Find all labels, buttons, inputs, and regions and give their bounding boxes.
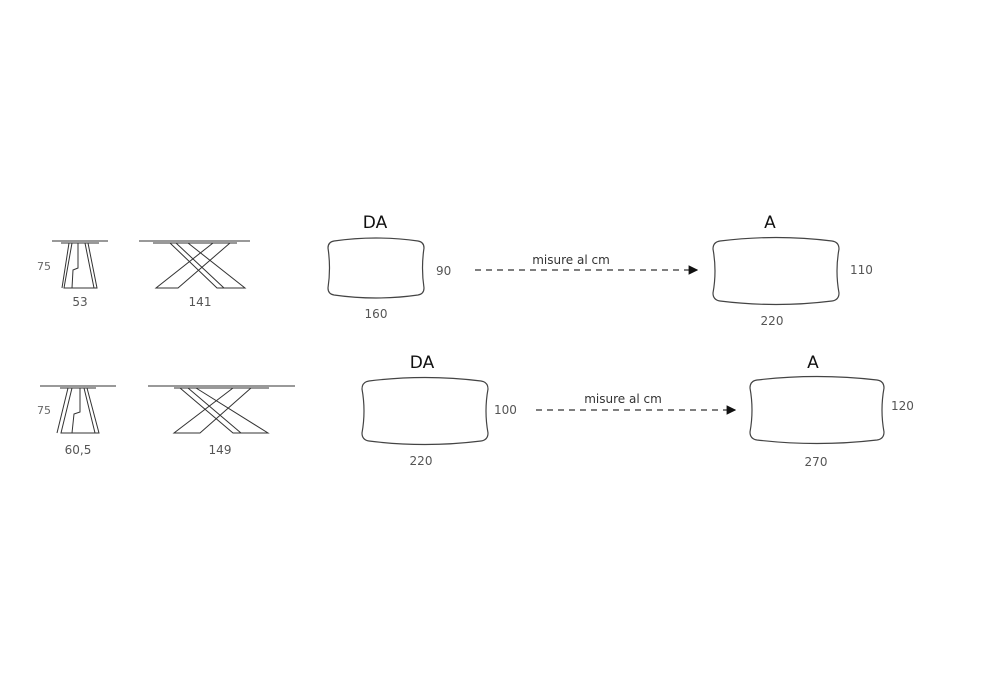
height-label: 75 — [37, 404, 51, 417]
to-depth-label: 120 — [891, 399, 914, 413]
arrow-label: misure al cm — [532, 253, 610, 267]
row-1: 75 53 141 DA 90 160 misure al cm A 110 2… — [37, 213, 873, 328]
from-length-label: 160 — [365, 307, 388, 321]
front-length-label: 141 — [189, 295, 212, 309]
from-heading: DA — [363, 213, 388, 233]
from-depth-label: 90 — [436, 264, 451, 278]
front-view-table-2 — [148, 385, 295, 434]
to-heading: A — [764, 213, 776, 233]
to-tabletop-shape — [712, 236, 840, 306]
side-width-label: 60,5 — [65, 443, 92, 457]
height-label: 75 — [37, 260, 51, 273]
row-2: 75 60,5 149 DA 100 220 misure al cm A 12… — [37, 353, 914, 469]
from-length-label: 220 — [410, 454, 433, 468]
side-width-label: 53 — [72, 295, 87, 309]
from-tabletop-shape — [361, 376, 489, 446]
arrow-label: misure al cm — [584, 392, 662, 406]
to-depth-label: 110 — [850, 263, 873, 277]
side-view-table-1 — [52, 240, 108, 289]
to-heading: A — [807, 353, 819, 373]
from-depth-label: 100 — [494, 403, 517, 417]
to-length-label: 270 — [805, 455, 828, 469]
side-view-table-2 — [40, 385, 116, 434]
to-length-label: 220 — [761, 314, 784, 328]
from-heading: DA — [410, 353, 435, 373]
front-view-table-1 — [139, 240, 250, 289]
to-tabletop-shape — [749, 375, 885, 445]
front-length-label: 149 — [209, 443, 232, 457]
from-tabletop-shape — [327, 237, 425, 299]
